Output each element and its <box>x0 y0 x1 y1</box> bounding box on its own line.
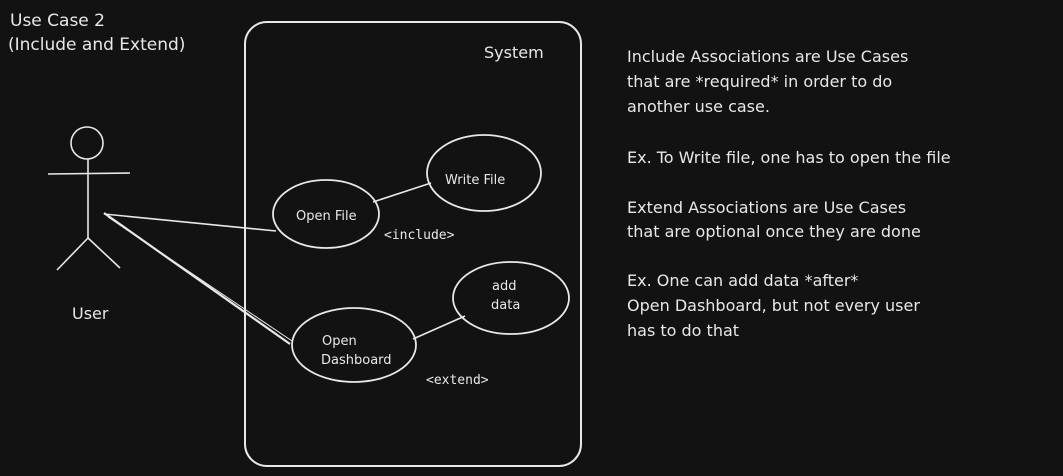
use-case-open-dashboard <box>291 307 417 383</box>
use-case-write-file-label: Write File <box>445 173 506 188</box>
include-connector <box>372 182 432 203</box>
use-case-add-data-label-line-1: add <box>492 279 517 294</box>
use-case-add-data-label-line-2: data <box>491 298 521 313</box>
include-relation-label: <include> <box>384 228 455 243</box>
stick-figure-icon <box>47 126 131 271</box>
use-case-open-dashboard-label-line-2: Dashboard <box>321 353 392 368</box>
include-example-note: Ex. To Write file, one has to open the f… <box>627 148 951 167</box>
diagram-title-line-2: (Include and Extend) <box>8 35 186 55</box>
system-label: System <box>484 43 544 62</box>
system-boundary <box>244 21 582 467</box>
include-note-line-1: Include Associations are Use Cases <box>627 47 909 66</box>
extend-note-line-1: Extend Associations are Use Cases <box>627 198 907 217</box>
use-case-add-data <box>452 261 570 335</box>
use-case-open-file <box>272 179 380 249</box>
actor-label: User <box>72 304 109 323</box>
extend-example-note-line-2: Open Dashboard, but not every user <box>627 296 920 315</box>
extend-example-note-line-1: Ex. One can add data *after* <box>627 271 859 290</box>
diagram-title-line-1: Use Case 2 <box>10 11 105 31</box>
use-case-open-dashboard-label-line-1: Open <box>322 334 357 349</box>
use-case-write-file <box>426 134 542 212</box>
association-line-open-file <box>103 213 277 232</box>
include-note-line-3: another use case. <box>627 97 770 116</box>
include-note-line-2: that are *required* in order to do <box>627 72 893 91</box>
extend-example-note-line-3: has to do that <box>627 321 740 340</box>
extend-note-line-2: that are optional once they are done <box>627 222 921 241</box>
extend-connector <box>412 315 466 340</box>
extend-relation-label: <extend> <box>426 373 489 388</box>
use-case-open-file-label: Open File <box>296 209 357 224</box>
